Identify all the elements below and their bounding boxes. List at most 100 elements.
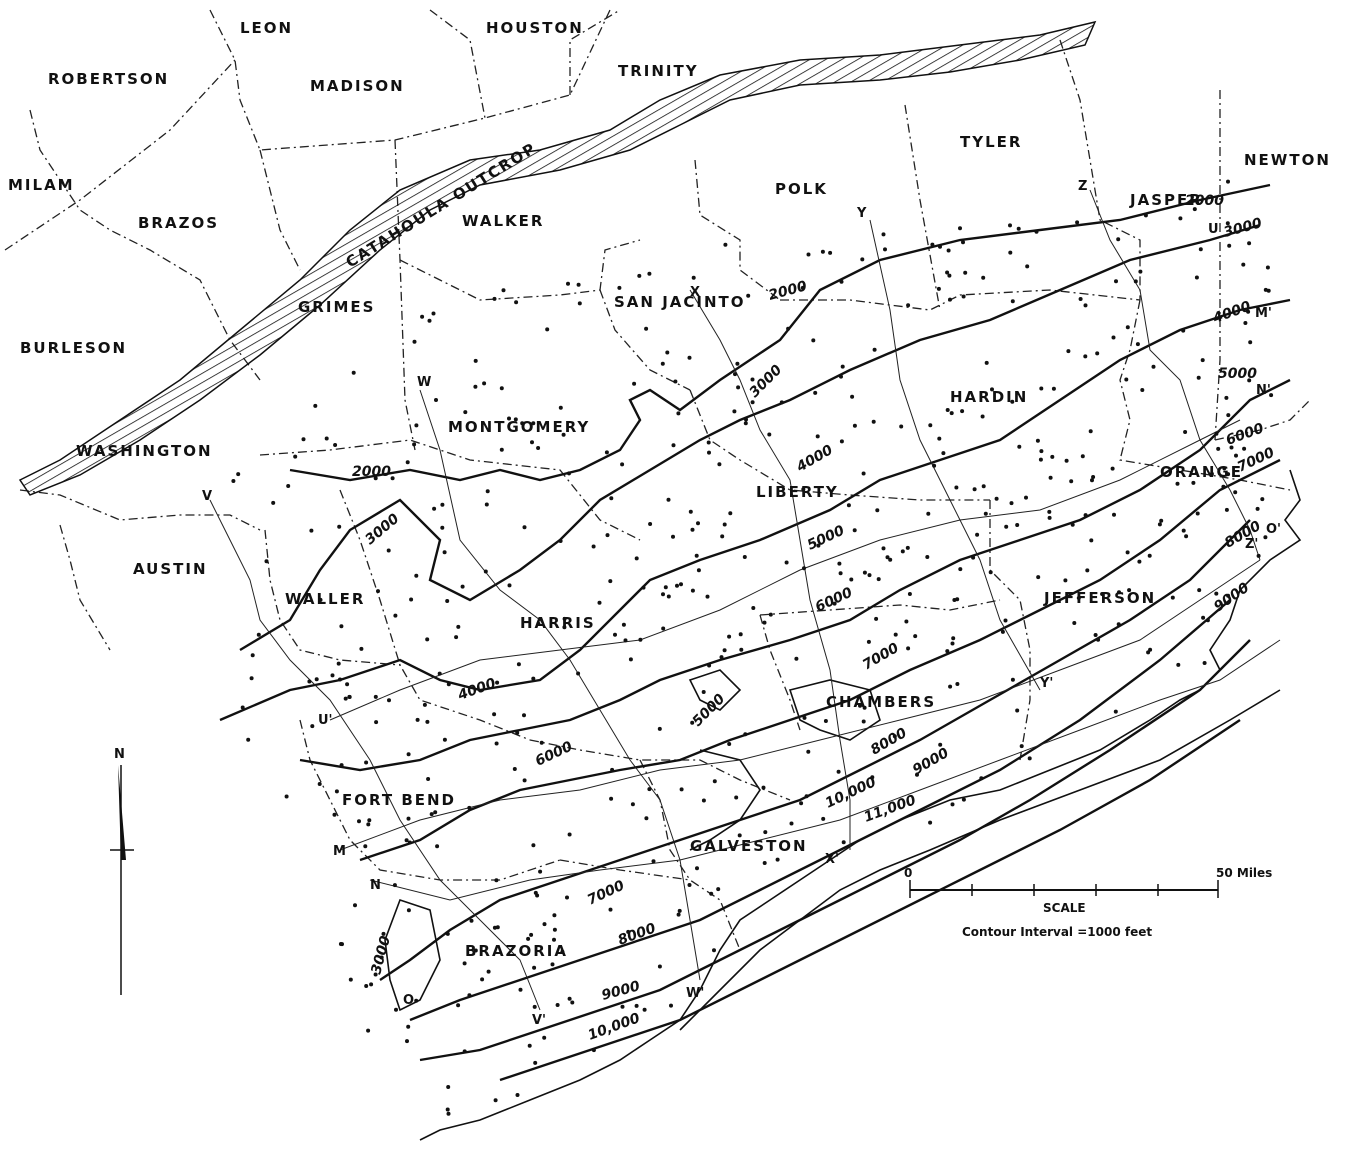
well-dot	[852, 528, 857, 533]
well-dot	[1209, 471, 1214, 476]
well-dot	[1078, 297, 1083, 301]
well-dot	[862, 570, 867, 575]
well-dot	[701, 690, 706, 694]
well-dot	[536, 446, 541, 450]
well-dot	[1113, 709, 1118, 714]
well-dot	[620, 1004, 625, 1009]
well-dot	[743, 421, 748, 426]
well-dot	[736, 385, 741, 390]
well-dot	[1051, 386, 1056, 391]
well-dot	[947, 273, 952, 278]
well-dot	[688, 509, 693, 514]
well-dot	[1015, 523, 1020, 527]
well-dot	[338, 677, 342, 682]
well-dot	[301, 437, 306, 442]
well-dot	[456, 1003, 461, 1008]
well-dot	[414, 423, 419, 428]
well-dot	[836, 769, 841, 774]
well-dot	[560, 949, 565, 954]
well-dot	[626, 929, 631, 934]
well-dot	[604, 450, 609, 455]
county-jefferson: JEFFERSON	[1043, 589, 1156, 607]
well-dot	[1246, 309, 1251, 314]
well-dot	[784, 560, 789, 565]
well-dot	[454, 635, 459, 640]
well-dot	[473, 358, 478, 363]
well-dot	[899, 424, 904, 429]
well-dot	[609, 496, 614, 501]
well-dot	[623, 638, 628, 643]
well-dot	[832, 601, 837, 606]
well-dot	[1146, 650, 1151, 655]
well-dot	[1000, 629, 1005, 634]
well-dot	[1184, 534, 1189, 539]
section-label: Z	[1078, 179, 1087, 194]
well-dot	[1008, 250, 1013, 255]
well-dot	[440, 502, 445, 507]
well-dot	[801, 487, 806, 492]
well-dot	[1034, 229, 1039, 234]
well-dot	[634, 1003, 639, 1008]
county-robertson: ROBERTSON	[48, 70, 169, 88]
well-dot	[994, 496, 999, 501]
well-dot	[538, 869, 543, 874]
well-dot	[984, 360, 989, 365]
well-dot	[867, 573, 872, 578]
well-dot	[661, 626, 666, 631]
well-dot	[330, 673, 335, 678]
well-dot	[286, 484, 291, 488]
well-dot	[520, 421, 525, 426]
county-liberty: LIBERTY	[756, 483, 839, 501]
well-dot	[1010, 299, 1015, 304]
well-dot	[610, 767, 615, 772]
well-dot	[705, 594, 710, 599]
well-dot	[271, 500, 276, 505]
county-brazoria: BRAZORIA	[465, 942, 568, 960]
well-dot	[892, 734, 897, 739]
well-dot	[1183, 430, 1188, 434]
well-dot	[937, 436, 942, 441]
well-dot	[707, 663, 712, 668]
well-dot	[409, 597, 414, 602]
well-dot	[1066, 349, 1071, 354]
well-dot	[742, 555, 747, 559]
well-dot	[651, 859, 656, 864]
well-dot	[613, 632, 617, 637]
section-label: M	[333, 844, 346, 859]
well-dot	[723, 242, 728, 247]
well-dot	[1226, 179, 1230, 184]
well-dot	[876, 577, 881, 582]
well-dot	[816, 543, 821, 548]
contour-label: 5000	[690, 691, 729, 730]
well-dot	[695, 866, 699, 871]
well-dot	[555, 1003, 560, 1007]
well-dot	[1080, 454, 1085, 459]
well-dot	[990, 387, 994, 392]
well-dot	[767, 432, 772, 437]
section-labels: Z Z' Y Y' X X' W W' V V' U U' M M' N N' …	[202, 179, 1281, 1028]
well-dot	[425, 719, 430, 724]
well-dot	[386, 548, 391, 553]
well-dot	[406, 1024, 411, 1029]
section-label: W'	[686, 986, 704, 1001]
well-dot	[1265, 265, 1270, 270]
well-dot	[1260, 497, 1265, 502]
well-dot	[981, 484, 986, 489]
contour-label: 2000	[352, 464, 391, 480]
well-dot	[531, 843, 536, 848]
well-dot	[804, 794, 809, 799]
well-dot	[1127, 588, 1132, 593]
well-dot	[333, 443, 338, 447]
well-dot	[462, 1049, 467, 1054]
well-dot	[669, 1003, 673, 1008]
well-dot	[1095, 351, 1100, 356]
well-dot	[512, 767, 517, 771]
well-dot	[1010, 677, 1015, 682]
well-dot	[709, 891, 714, 896]
well-dot	[1076, 596, 1081, 600]
county-trinity: TRINITY	[618, 62, 699, 80]
well-dot	[462, 961, 467, 966]
well-dot	[363, 844, 368, 849]
well-dot	[507, 583, 512, 588]
well-dot	[794, 656, 799, 661]
